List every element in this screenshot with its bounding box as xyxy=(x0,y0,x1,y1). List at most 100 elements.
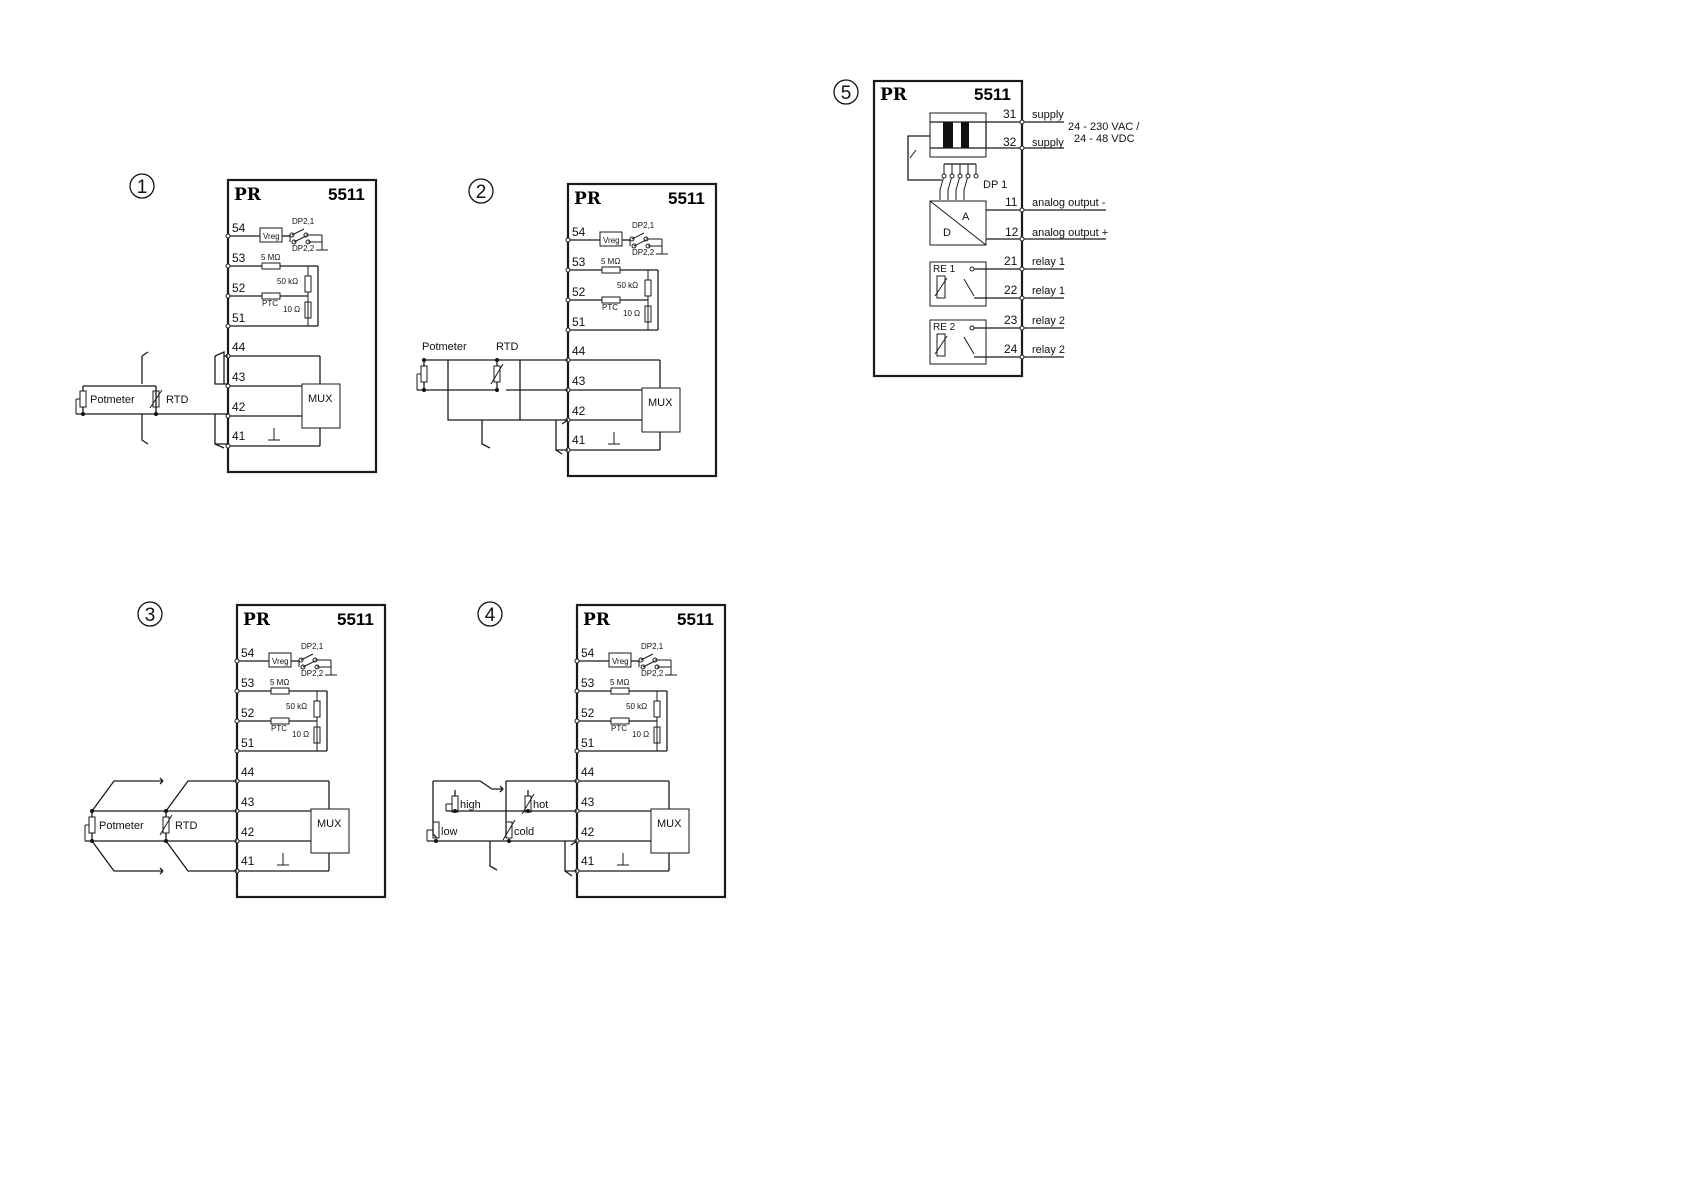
supply-label-32: supply xyxy=(1032,137,1064,149)
r10-label: 10 Ω xyxy=(623,309,640,318)
ad-converter xyxy=(929,200,987,246)
rtd-label: RTD xyxy=(496,341,518,353)
dp21-label: DP2,1 xyxy=(632,221,655,230)
pr-logo: PR xyxy=(574,189,602,209)
external-wiring: Potmeter RTD xyxy=(75,350,228,449)
relay-2-label-24: relay 2 xyxy=(1032,344,1065,356)
relay-2-block xyxy=(929,319,987,365)
diagram-3: 3 PR 5511 54 53 52 51 44 43 42 41 Vreg D… xyxy=(84,601,387,899)
terminal-53: 53 xyxy=(581,676,595,690)
r10-label: 10 Ω xyxy=(283,305,300,314)
dp21-label: DP2,1 xyxy=(292,217,315,226)
high-label: high xyxy=(460,799,481,811)
terminal-12: 12 xyxy=(1005,225,1019,239)
module-5511: PR 5511 54 53 52 51 44 43 42 41 Vreg DP2… xyxy=(573,603,727,899)
diagram-number-circle xyxy=(477,601,503,627)
pr-logo: PR xyxy=(880,85,908,105)
ptc-label: PTC xyxy=(602,303,618,312)
external-wiring: Potmeter RTD xyxy=(84,777,237,875)
terminal-44: 44 xyxy=(232,340,246,354)
vreg-label: Vreg xyxy=(603,236,620,245)
dp1-switches: DP 1 xyxy=(939,163,1007,200)
r50k-label: 50 kΩ xyxy=(277,277,298,286)
terminal-22: 22 xyxy=(1004,283,1018,297)
terminal-43: 43 xyxy=(232,370,246,384)
r5m-label: 5 MΩ xyxy=(610,678,629,687)
terminal-21: 21 xyxy=(1004,254,1018,268)
dp22-label: DP2,2 xyxy=(301,669,324,678)
diagram-number-circle xyxy=(129,173,155,199)
relay-1-label-21: relay 1 xyxy=(1032,256,1065,268)
terminal-41: 41 xyxy=(572,433,586,447)
diagram-number-circle xyxy=(468,178,494,204)
diagram-5: 5 PR 5511 xyxy=(833,79,1140,378)
terminal-52: 52 xyxy=(232,281,246,295)
terminal-51: 51 xyxy=(232,311,246,325)
pr-logo: PR xyxy=(583,610,611,630)
terminal-53: 53 xyxy=(572,255,586,269)
terminal-41: 41 xyxy=(232,429,246,443)
mux-label: MUX xyxy=(657,818,682,830)
terminal-24: 24 xyxy=(1004,342,1018,356)
r50k-label: 50 kΩ xyxy=(286,702,307,711)
terminal-52: 52 xyxy=(581,706,595,720)
dp22-label: DP2,2 xyxy=(641,669,664,678)
terminal-43: 43 xyxy=(581,795,595,809)
terminal-32: 32 xyxy=(1003,135,1017,149)
terminal-41: 41 xyxy=(581,854,595,868)
terminal-51: 51 xyxy=(572,315,586,329)
terminal-42: 42 xyxy=(232,400,246,414)
diagram-number: 3 xyxy=(145,605,156,626)
mux-label: MUX xyxy=(648,397,673,409)
mux-label: MUX xyxy=(317,818,342,830)
relay-2-label-23: relay 2 xyxy=(1032,315,1065,327)
low-label: low xyxy=(441,826,458,838)
terminal-52: 52 xyxy=(241,706,255,720)
r10-label: 10 Ω xyxy=(292,730,309,739)
diagram-number: 1 xyxy=(137,177,148,198)
terminal-11: 11 xyxy=(1005,195,1018,209)
dp22-label: DP2,2 xyxy=(292,244,315,253)
r5m-label: 5 MΩ xyxy=(601,257,620,266)
re2-label: RE 2 xyxy=(933,322,956,333)
r5m-label: 5 MΩ xyxy=(270,678,289,687)
terminal-54: 54 xyxy=(581,646,595,660)
ptc-label: PTC xyxy=(271,724,287,733)
adc-d-label: D xyxy=(943,227,951,239)
model-number: 5511 xyxy=(328,185,365,204)
pr-logo: PR xyxy=(243,610,271,630)
module-5511: PR 5511 DP 1 xyxy=(872,79,1025,378)
r50k-label: 50 kΩ xyxy=(626,702,647,711)
re1-label: RE 1 xyxy=(933,264,956,275)
diagram-number-circle xyxy=(137,601,163,627)
diagram-number: 5 xyxy=(841,83,852,104)
module-5511: PR 5511 54 53 52 51 44 43 42 41 Vreg DP2… xyxy=(233,603,387,899)
terminal-51: 51 xyxy=(241,736,255,750)
terminal-43: 43 xyxy=(241,795,255,809)
terminal-54: 54 xyxy=(232,221,246,235)
external-wiring: high low hot cold xyxy=(426,780,578,877)
terminal-53: 53 xyxy=(241,676,255,690)
supply-label-31: supply xyxy=(1032,109,1064,121)
terminal-51: 51 xyxy=(581,736,595,750)
rtd-label: RTD xyxy=(166,394,188,406)
diagram-4: 4 PR 5511 54 53 52 51 44 43 42 41 Vreg D… xyxy=(426,601,727,899)
terminal-42: 42 xyxy=(241,825,255,839)
diagram-1: 1 PR 5511 54 53 52 51 44 43 42 41 Vreg D… xyxy=(75,173,378,474)
model-number: 5511 xyxy=(974,85,1011,104)
terminal-23: 23 xyxy=(1004,313,1018,327)
relay-1-label-22: relay 1 xyxy=(1032,285,1065,297)
terminal-44: 44 xyxy=(241,765,255,779)
mux-label: MUX xyxy=(308,393,333,405)
terminal-54: 54 xyxy=(572,225,586,239)
cold-label: cold xyxy=(514,826,534,838)
r50k-label: 50 kΩ xyxy=(617,281,638,290)
vreg-label: Vreg xyxy=(263,232,280,241)
terminal-42: 42 xyxy=(581,825,595,839)
supply-range-dc: 24 - 48 VDC xyxy=(1074,133,1135,145)
signal-lines: supply supply analog output - analog out… xyxy=(1024,109,1140,358)
terminal-41: 41 xyxy=(241,854,255,868)
supply-range-ac: 24 - 230 VAC / xyxy=(1068,121,1140,133)
terminal-42: 42 xyxy=(572,404,586,418)
